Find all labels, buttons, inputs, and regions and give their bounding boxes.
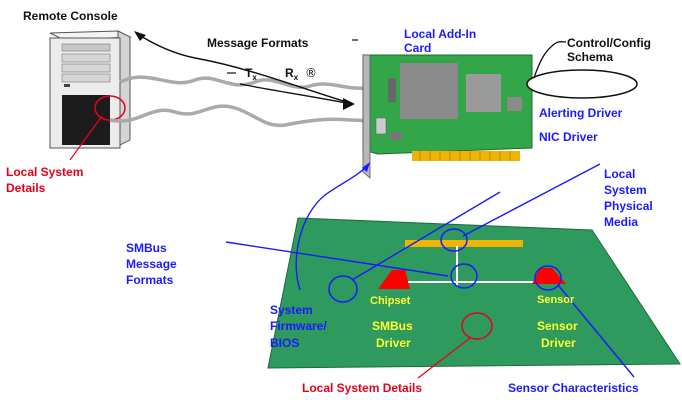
tx-label: Tx (245, 66, 257, 82)
message-format-arrows (135, 32, 353, 105)
chipset-chip (378, 270, 410, 289)
firmware-highlight-circle (328, 275, 358, 303)
junction-highlight-circle (450, 263, 478, 289)
smbus-message-formats-line3: Formats (126, 273, 174, 287)
rx-symbol: ® (305, 66, 317, 80)
physical-media-label-line1: Local (604, 167, 635, 181)
control-config-schema-shape (526, 69, 638, 99)
sensor-characteristics-label: Sensor Characteristics (508, 381, 639, 395)
smbus-message-formats-line1: SMBus (126, 241, 167, 255)
blue-pointer-lines (225, 163, 635, 378)
physical-media-label-line3: Physical (604, 199, 653, 213)
local-system-details-bottom-label: Local System Details (302, 381, 422, 395)
motherboard (267, 217, 681, 369)
console-detail-pointer (69, 115, 103, 161)
board-detail-circle (461, 312, 493, 340)
remote-console-pc (49, 30, 132, 149)
sensor-highlight-circle (534, 265, 562, 291)
local-system-details-left-line1: Local System (6, 165, 83, 179)
system-firmware-label-line1: System (270, 303, 313, 317)
system-firmware-label-line3: BIOS (270, 336, 299, 350)
network-cable (109, 75, 381, 128)
message-formats-label: Message Formats (207, 36, 309, 50)
sensor-driver-label-line2: Driver (541, 336, 576, 350)
nic-driver-label: NIC Driver (539, 130, 598, 144)
bus-bar (405, 240, 523, 247)
physical-media-label-line4: Media (604, 215, 638, 229)
sensor-chip (532, 268, 566, 284)
local-addin-card-label-line2: Card (404, 41, 431, 55)
system-firmware-label-line2: Firmware/ (270, 319, 327, 333)
control-config-label-line1: Control/Config (567, 36, 651, 50)
local-addin-card (362, 54, 533, 179)
control-config-label-line2: Schema (567, 50, 613, 64)
alerting-driver-label: Alerting Driver (539, 106, 623, 120)
schema-pointer (533, 41, 567, 79)
bottom-detail-pointer (417, 337, 471, 379)
smbus-driver-label-line2: Driver (376, 336, 411, 350)
remote-console-label: Remote Console (23, 9, 118, 23)
sensor-label: Sensor (537, 294, 575, 306)
smbus-driver-label-line1: SMBus (372, 319, 413, 333)
sensor-driver-label-line1: Sensor (537, 319, 578, 333)
rx-label: Rx (285, 66, 299, 82)
local-addin-card-label-line1: Local Add-In (404, 27, 476, 41)
smbus-message-formats-line2: Message (126, 257, 177, 271)
bus-highlight-circle (440, 228, 468, 252)
physical-media-label-line2: System (604, 183, 647, 197)
local-system-details-left-line2: Details (6, 181, 46, 195)
chipset-label: Chipset (370, 295, 411, 307)
